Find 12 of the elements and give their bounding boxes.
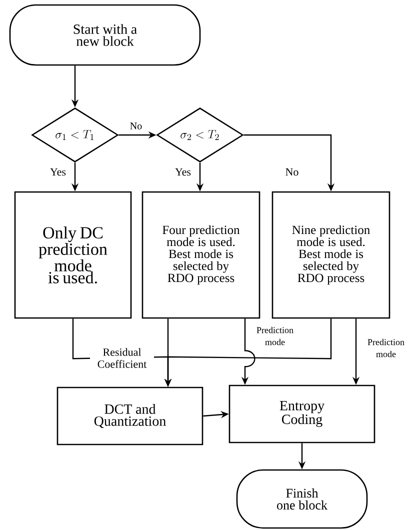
- process-box: Nine prediction mode is used. Best mode is selected by RDO process: [272, 191, 390, 319]
- process-box: DCT and Quantization: [56, 386, 204, 446]
- edge-label: No: [128, 122, 144, 130]
- edge-label: No: [284, 167, 300, 177]
- process-box: Four prediction mode is used. Best mode is selected by RDO process: [142, 191, 260, 319]
- edge-label: Yes: [49, 167, 67, 177]
- process-box: Only DC prediction mode is used.: [14, 191, 132, 319]
- edge-label: Prediction mode: [361, 338, 411, 358]
- edge-label: Residual Coefficient: [90, 347, 154, 369]
- edge-label: Yes: [174, 167, 192, 177]
- edge-label: Prediction mode: [250, 326, 300, 346]
- process-box: Entropy Coding: [228, 384, 376, 444]
